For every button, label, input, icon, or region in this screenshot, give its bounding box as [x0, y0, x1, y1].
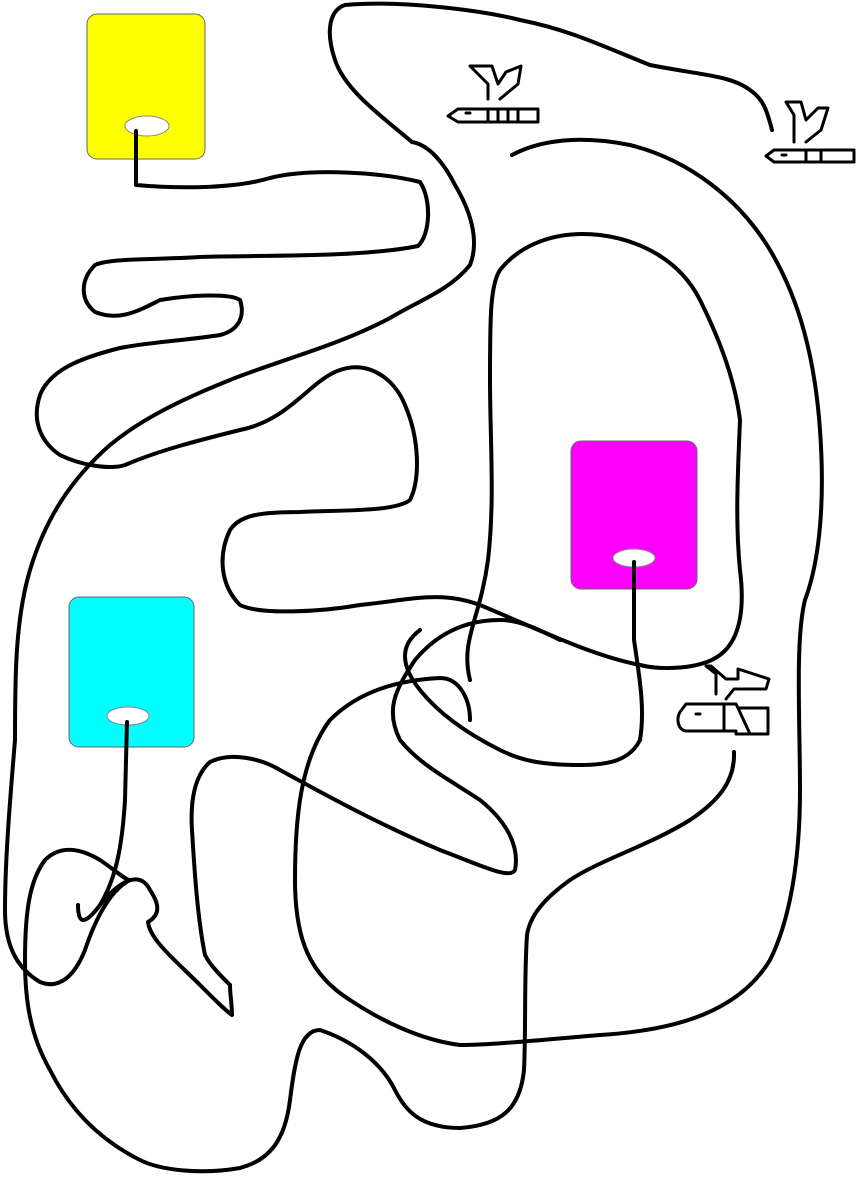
wire-bottom-left[interactable] [192, 620, 560, 985]
wire-middle[interactable] [5, 142, 474, 984]
wire-top[interactable] [330, 4, 772, 142]
wire-magenta[interactable] [405, 562, 642, 765]
yellow-card[interactable] [87, 14, 205, 159]
plug-icon[interactable] [448, 66, 538, 122]
wire-cyan[interactable] [78, 722, 232, 1015]
wire-right-plug[interactable] [25, 752, 734, 1171]
plug-icon[interactable] [678, 666, 769, 734]
yellow-card-socket[interactable] [125, 116, 169, 136]
plug-icon[interactable] [766, 102, 854, 162]
cyan-card[interactable] [69, 597, 194, 747]
